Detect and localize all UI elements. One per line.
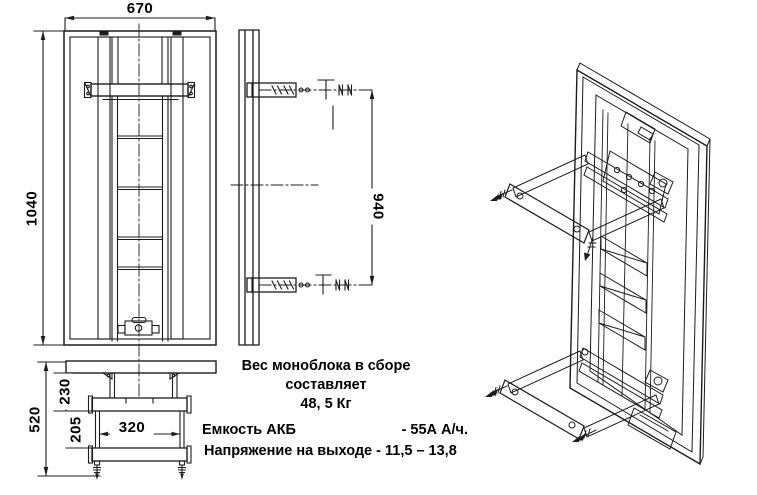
weight-note-line1: Вес моноблока в сборе	[241, 358, 411, 374]
dim-front-width-label: 670	[118, 1, 162, 16]
bottom-view-drawing	[37, 360, 217, 480]
dim-front-height-label: 1040	[24, 186, 41, 231]
upper-bracket	[490, 151, 674, 261]
dim-bracket-span-label: 940	[370, 188, 387, 225]
front-view-drawing	[33, 15, 217, 400]
weight-note: Вес моноблока в сборе составляет 48, 5 К…	[228, 357, 424, 414]
weight-note-line3: 48, 5 Кг	[300, 396, 352, 412]
dim-bottom-total-label: 520	[27, 401, 44, 438]
weight-note-line2: составляет	[285, 377, 367, 393]
dim-bottom-lower-label: 205	[68, 411, 85, 448]
left-screw	[92, 460, 102, 480]
capacity-note: Емкость АКБ - 55А А/ч.	[202, 422, 468, 439]
voltage-note: Напряжение на выходе - 11,5 – 13,8	[204, 443, 457, 459]
capacity-value: - 55А А/ч.	[401, 422, 468, 438]
lower-bracket	[485, 347, 669, 442]
capacity-label: Емкость АКБ	[202, 422, 296, 438]
isometric-view-drawing	[485, 62, 711, 466]
dim-bottom-width-label: 320	[110, 420, 154, 435]
dim-bottom-upper-label: 230	[57, 373, 74, 410]
right-screw	[177, 460, 187, 480]
side-view-drawing	[230, 29, 375, 346]
